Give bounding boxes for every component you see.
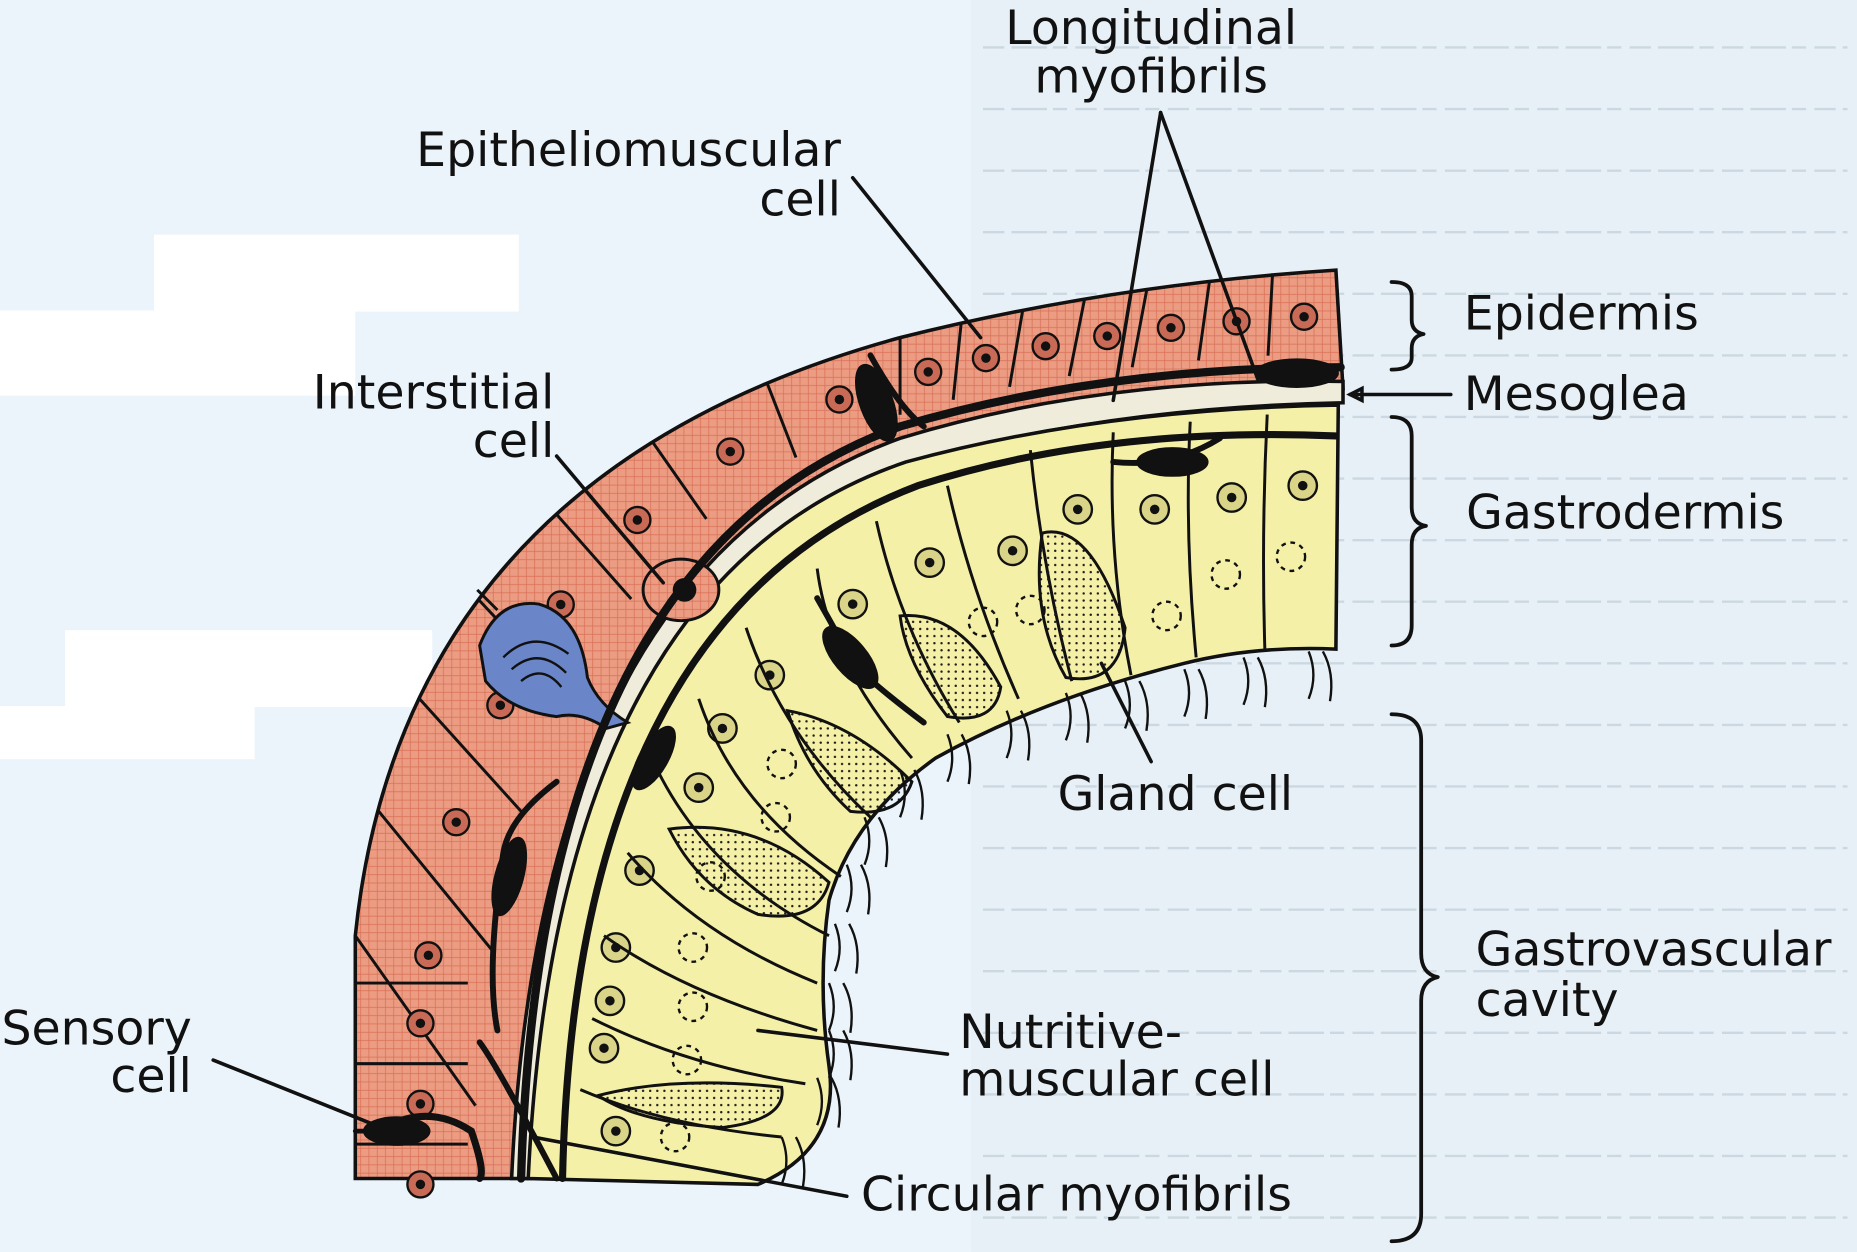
label-mesoglea: Mesoglea — [1464, 367, 1689, 422]
label-interstitial-line1: Interstitial — [313, 366, 554, 421]
label-interstitial-line2: cell — [473, 414, 555, 469]
label-longitudinal-myofibrils-line1: Longitudinal — [1005, 1, 1297, 56]
label-gastrovascular-line2: cavity — [1476, 973, 1619, 1028]
label-sensory-line2: cell — [110, 1049, 191, 1104]
label-gastrodermis: Gastrodermis — [1466, 485, 1784, 540]
label-gastrovascular-line1: Gastrovascular — [1476, 922, 1832, 977]
label-longitudinal-myofibrils-line2: myofibrils — [1034, 49, 1268, 104]
label-epidermis: Epidermis — [1464, 286, 1699, 341]
label-epitheliomuscular-line2: cell — [759, 173, 840, 228]
label-epitheliomuscular-line1: Epitheliomuscular — [416, 123, 841, 178]
label-circular-myofibrils: Circular myofibrils — [861, 1167, 1292, 1222]
label-gland-cell: Gland cell — [1058, 767, 1294, 822]
label-nutritive-line2: muscular cell — [959, 1053, 1274, 1108]
